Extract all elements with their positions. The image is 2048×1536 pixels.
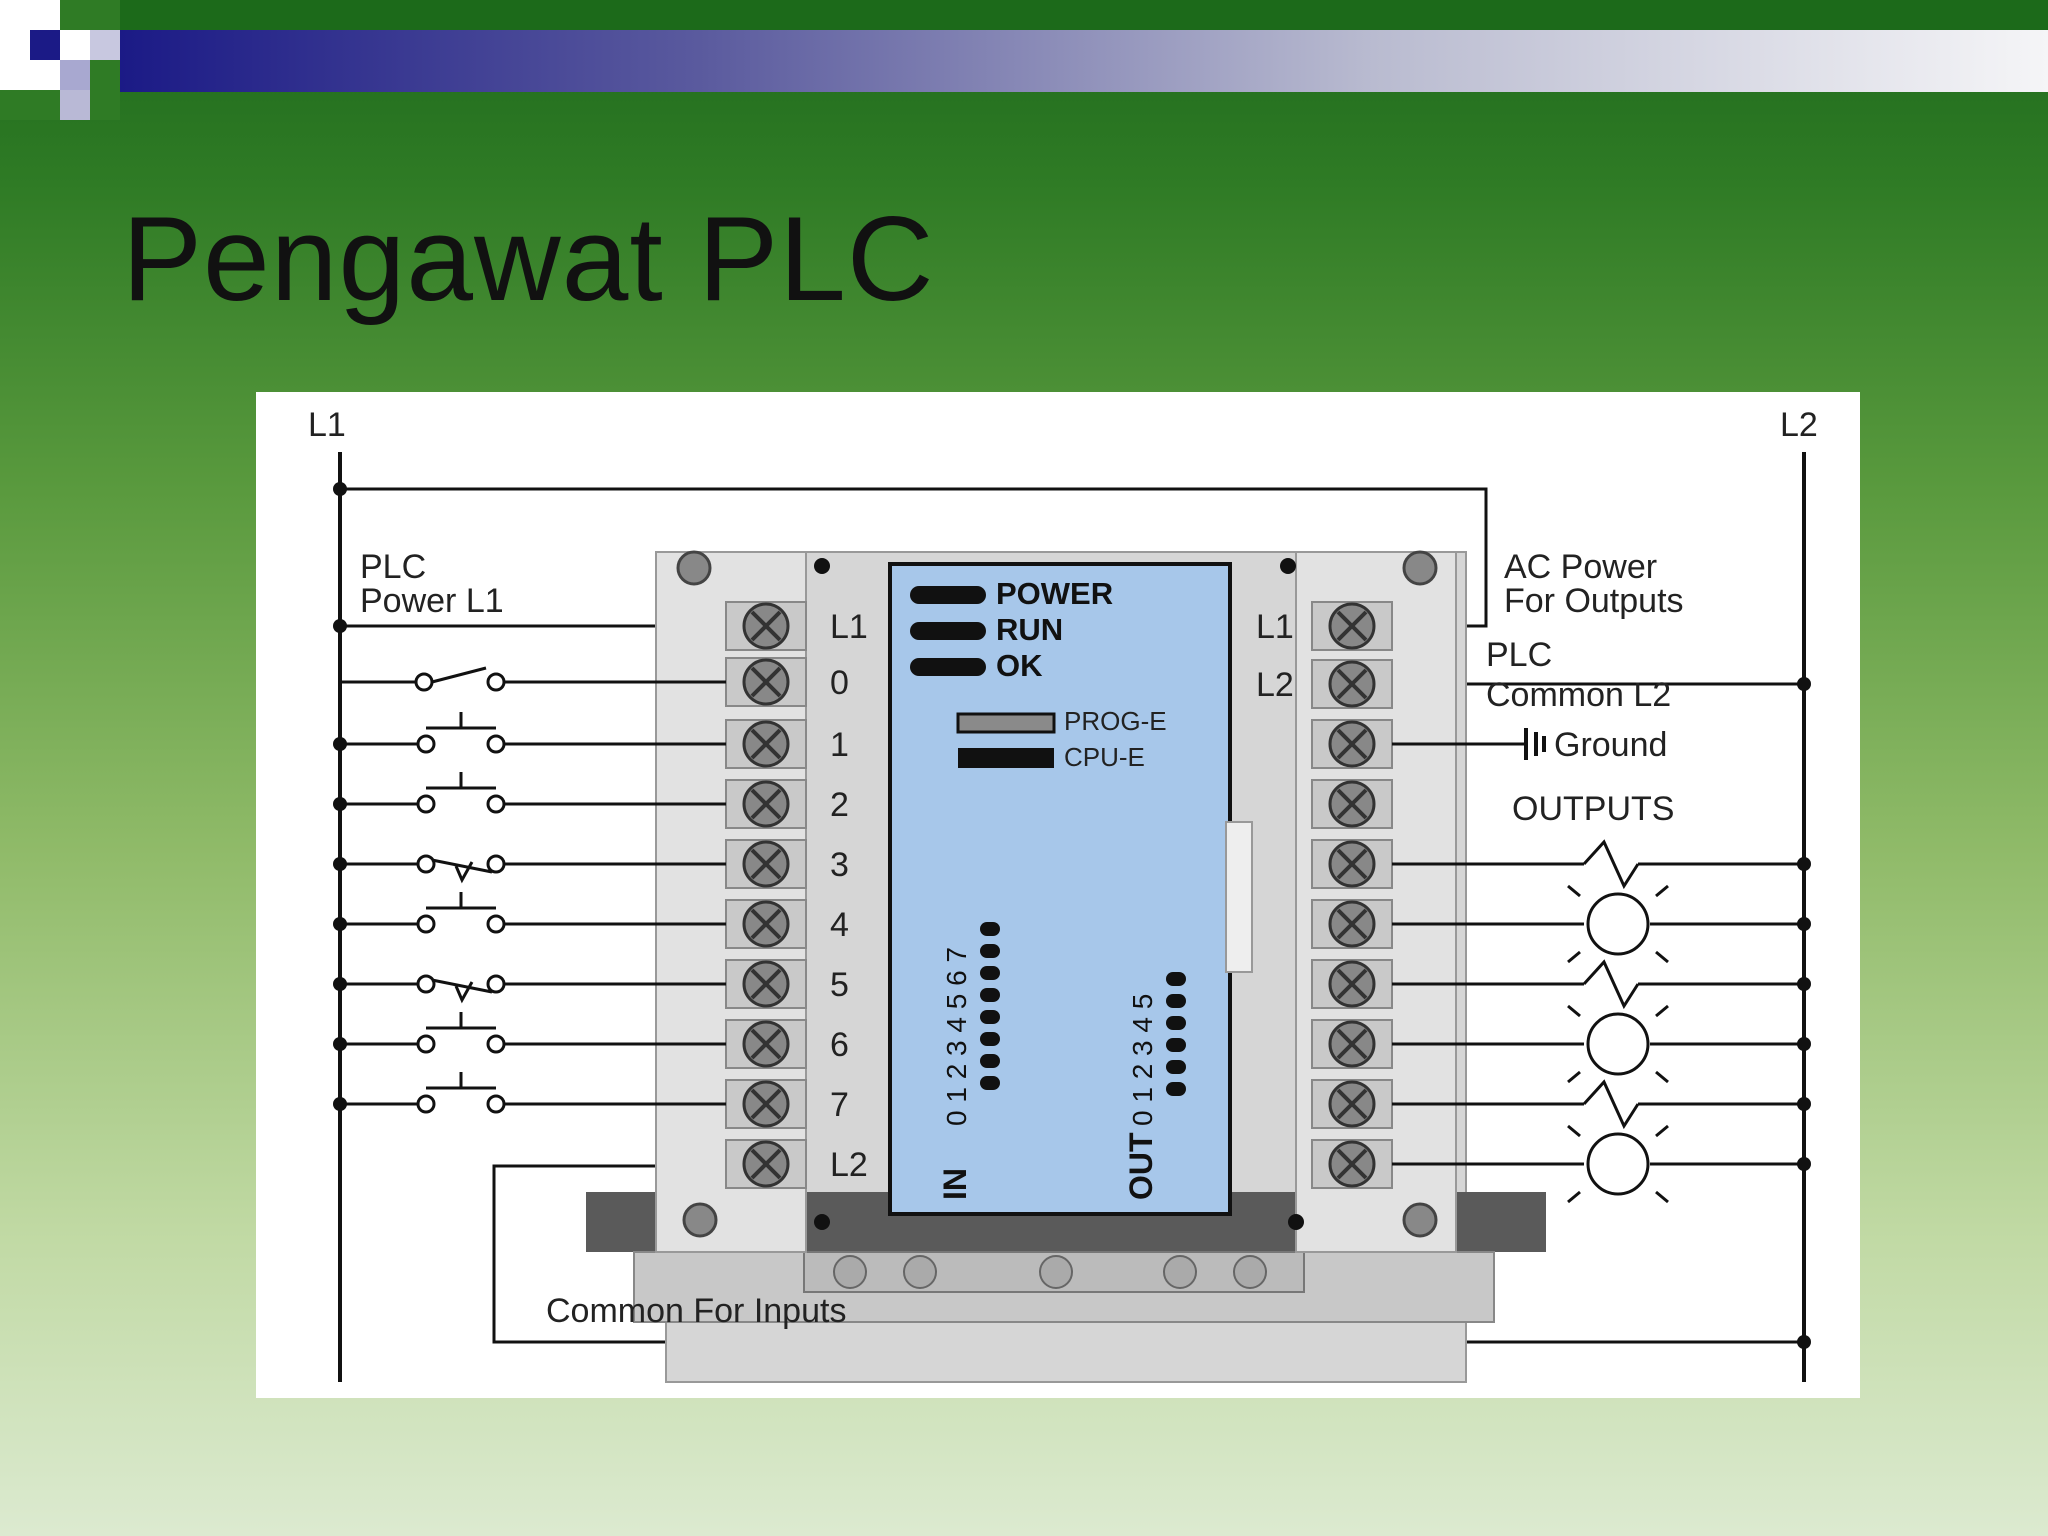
top-bar bbox=[0, 0, 2048, 30]
in-led-column: 0 1 2 3 4 5 6 7 IN bbox=[937, 922, 1000, 1200]
label-plc-common-line2: Common L2 bbox=[1486, 676, 1671, 714]
slide-title: Pengawat PLC bbox=[122, 192, 935, 326]
out-led-column: 0 1 2 3 4 5 OUT bbox=[1123, 972, 1186, 1200]
out-numbers: 0 1 2 3 4 5 bbox=[1127, 994, 1158, 1126]
right-terminal-label-l1: L1 bbox=[1256, 608, 1294, 646]
label-common-for-inputs: Common For Inputs bbox=[546, 1292, 846, 1330]
right-terminal-labels: L1 L2 bbox=[1256, 608, 1294, 704]
label-plc-common-line1: PLC bbox=[1486, 636, 1552, 674]
status-leds: POWER RUN OK PROG-E CPU-E bbox=[910, 576, 1167, 772]
right-screw-terminals bbox=[1311, 601, 1393, 1189]
right-terminal-label-l2: L2 bbox=[1256, 666, 1294, 704]
indicator-cpu-e: CPU-E bbox=[1064, 742, 1145, 772]
terminal-label-6: 6 bbox=[830, 1026, 849, 1064]
terminal-label-4: 4 bbox=[830, 906, 849, 944]
terminal-label-1: 1 bbox=[830, 726, 849, 764]
rail-right-label: L2 bbox=[1780, 406, 1818, 444]
terminal-label-l2: L2 bbox=[830, 1146, 868, 1184]
indicator-prog-e: PROG-E bbox=[1064, 706, 1167, 736]
label-plc-power-line2: Power L1 bbox=[360, 582, 504, 620]
terminal-label-l1: L1 bbox=[830, 608, 868, 646]
header-gradient-band bbox=[120, 30, 2048, 92]
label-ac-power-line2: For Outputs bbox=[1504, 582, 1684, 620]
left-terminal-labels: L1 0 1 2 3 4 5 6 7 L2 bbox=[830, 608, 868, 1184]
right-rail-junctions bbox=[1797, 677, 1811, 1349]
terminal-label-3: 3 bbox=[830, 846, 849, 884]
in-label: IN bbox=[937, 1168, 973, 1200]
label-outputs: OUTPUTS bbox=[1512, 790, 1674, 828]
rail-left-label: L1 bbox=[308, 406, 346, 444]
led-label-power: POWER bbox=[996, 576, 1113, 611]
led-label-ok: OK bbox=[996, 648, 1043, 683]
input-switches bbox=[340, 666, 726, 1114]
output-wiring bbox=[1392, 728, 1804, 1204]
left-screw-terminals bbox=[725, 601, 807, 1189]
label-plc-power-line1: PLC bbox=[360, 548, 426, 586]
out-label: OUT bbox=[1123, 1132, 1159, 1200]
terminal-label-5: 5 bbox=[830, 966, 849, 1004]
label-ground: Ground bbox=[1554, 726, 1667, 764]
in-numbers: 0 1 2 3 4 5 6 7 bbox=[941, 947, 972, 1126]
left-rail-junctions bbox=[333, 482, 347, 1111]
led-label-run: RUN bbox=[996, 612, 1063, 647]
terminal-label-0: 0 bbox=[830, 664, 849, 702]
terminal-label-7: 7 bbox=[830, 1086, 849, 1124]
terminal-label-2: 2 bbox=[830, 786, 849, 824]
label-ac-power-line1: AC Power bbox=[1504, 548, 1657, 586]
plc-wiring-diagram: L1 L2 bbox=[256, 392, 1860, 1398]
